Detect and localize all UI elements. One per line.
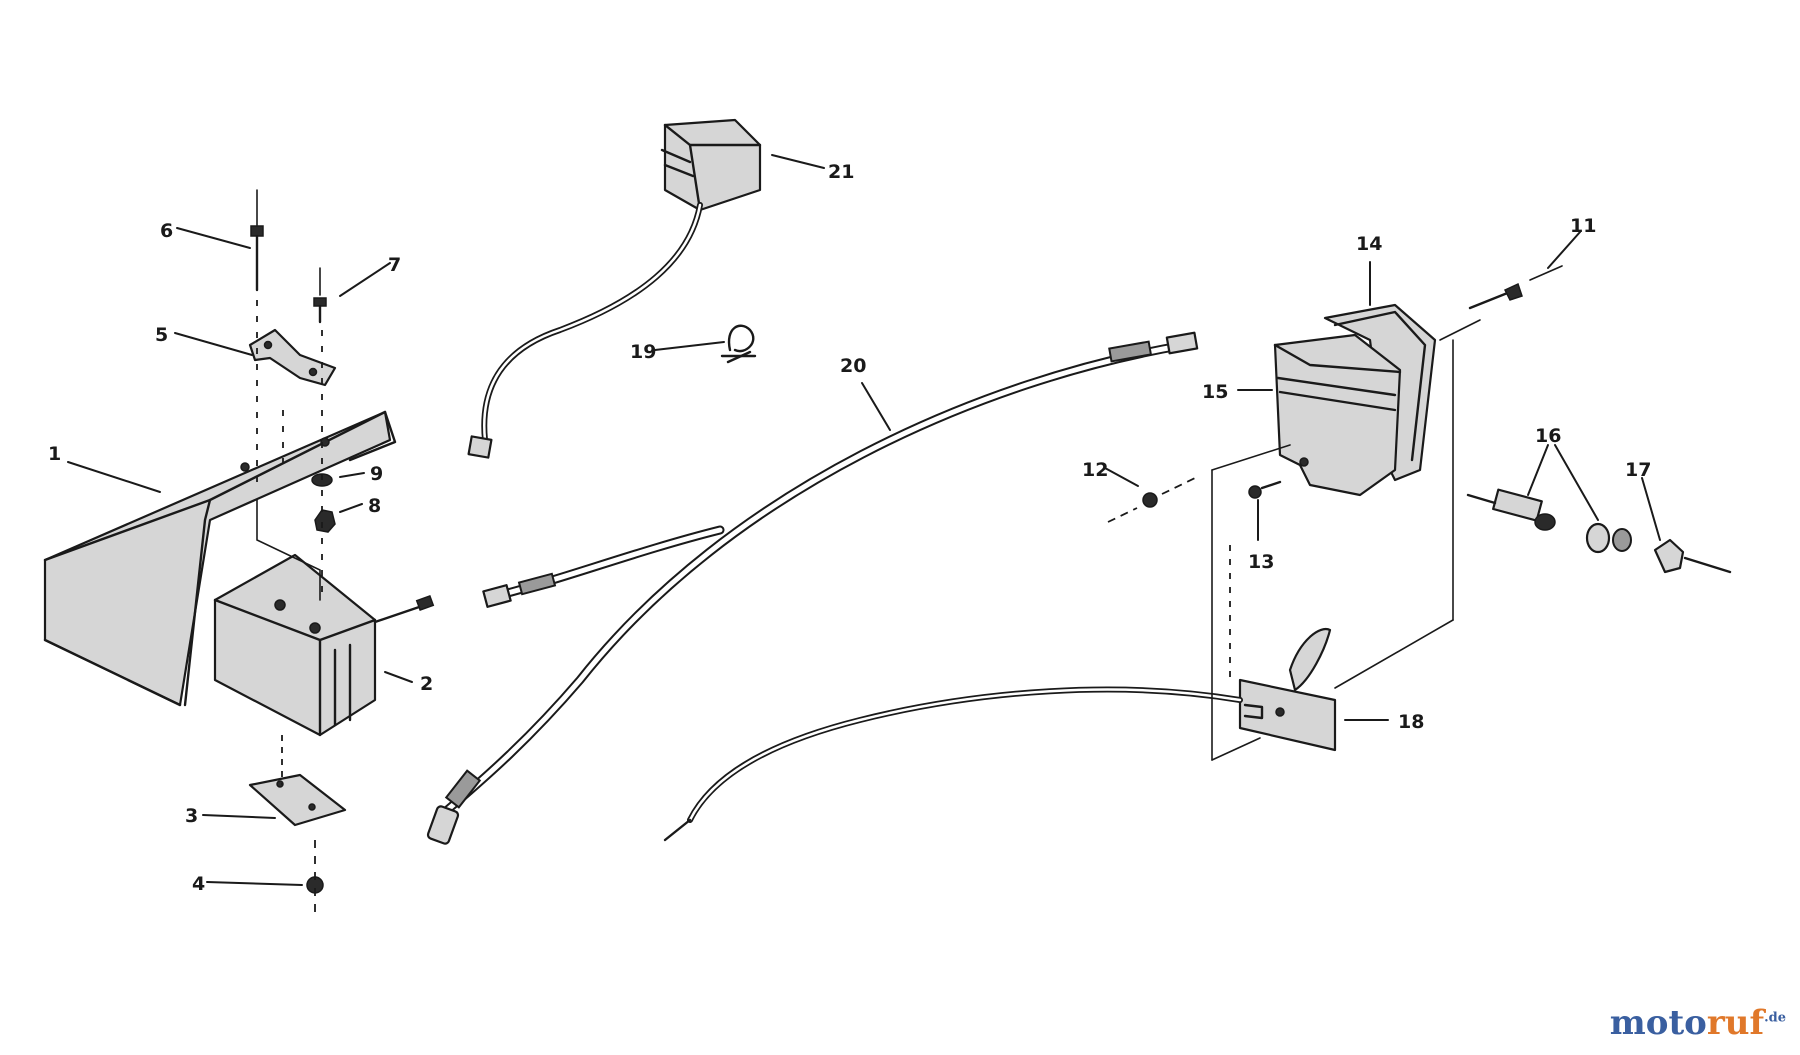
- callout-18: 18: [1398, 711, 1424, 733]
- callout-13: 13: [1248, 551, 1274, 573]
- callout-labels: 1 2 3 4 5 6 7 8 9 11 12 13 14 15 16 17 1…: [48, 161, 1651, 895]
- callout-14: 14: [1356, 233, 1382, 255]
- callout-20: 20: [840, 355, 866, 377]
- screw-part-13: [1248, 480, 1282, 499]
- cable-clip-part: [720, 324, 757, 364]
- watermark-tld: .de: [1764, 1010, 1786, 1026]
- watermark-main: moto: [1609, 1003, 1707, 1043]
- leader-lines: [67, 154, 1661, 886]
- assembly-lines-left: [256, 300, 323, 920]
- brand-watermark: motoruf.de: [1610, 1003, 1786, 1043]
- lamp-socket-part: [1466, 488, 1632, 554]
- nut-part-12: [1107, 477, 1196, 523]
- bulb-part: [1653, 538, 1732, 574]
- callout-17: 17: [1625, 459, 1651, 481]
- callout-15: 15: [1202, 381, 1228, 403]
- callout-8: 8: [368, 495, 381, 517]
- callout-19: 19: [630, 341, 656, 363]
- battery-part: [213, 553, 435, 737]
- watermark-accent: ruf: [1706, 1003, 1765, 1043]
- callout-1: 1: [48, 443, 61, 465]
- callout-16: 16: [1535, 425, 1561, 447]
- callout-21: 21: [828, 161, 854, 183]
- callout-12: 12: [1082, 459, 1108, 481]
- callout-7: 7: [388, 254, 401, 276]
- callout-11: 11: [1570, 215, 1596, 237]
- charger-part: [467, 118, 762, 459]
- callout-6: 6: [160, 220, 173, 242]
- battery-tray-part: [43, 410, 397, 707]
- callout-4: 4: [192, 873, 205, 895]
- reflector-part: [1273, 333, 1402, 497]
- callout-2: 2: [420, 673, 433, 695]
- switch-bracket-part: [663, 627, 1337, 842]
- long-bolt-part: [250, 189, 264, 292]
- clamp-part: [248, 328, 337, 387]
- wiring-harness-part: [426, 331, 1199, 845]
- assembly-lines-right: [1211, 319, 1481, 761]
- base-plate-part: [248, 773, 347, 827]
- screw-part-11: [1468, 265, 1563, 310]
- short-bolt-part: [313, 267, 327, 324]
- callout-3: 3: [185, 805, 198, 827]
- nut-part-8: [314, 509, 336, 533]
- callout-5: 5: [155, 324, 168, 346]
- callout-9: 9: [370, 463, 383, 485]
